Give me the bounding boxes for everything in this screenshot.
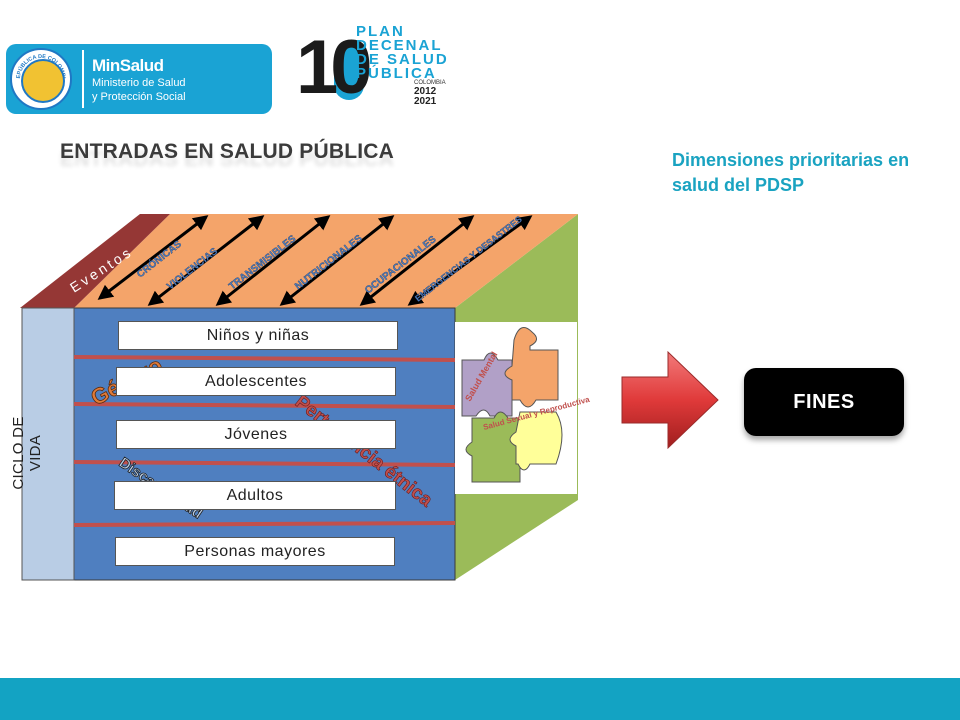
plan-country: COLOMBIA: [414, 80, 446, 86]
life-cycle-strip: [21, 307, 75, 581]
plan-logo-zero-shape: [334, 44, 364, 100]
minsalud-logo: REPÚBLICA DE COLOMBIA MinSalud Ministeri…: [6, 44, 272, 114]
dimensions-text: Dimensiones prioritarias en salud del PD…: [672, 150, 910, 195]
page-title: ENTRADAS EN SALUD PÚBLICA: [60, 140, 395, 163]
fines-box: FINES: [744, 368, 904, 436]
event-arrows: [97, 215, 533, 306]
plan-number: 10: [296, 25, 372, 110]
event-arrow-6: [407, 215, 533, 306]
plan-years-end: 2021: [414, 96, 437, 107]
colombia-seal-icon: REPÚBLICA DE COLOMBIA: [10, 48, 72, 110]
logo-divider: [82, 50, 84, 108]
coat-of-arms-icon: [21, 59, 65, 103]
ministry-subtitle-2: y Protección Social: [92, 91, 186, 103]
life-stage-adolescentes: Adolescentes: [116, 367, 396, 396]
puzzle-icon: Salud Mental Salud Sexual y Reproductiva: [461, 327, 591, 483]
life-stage-mayores: Personas mayores: [115, 537, 395, 566]
plan-line-3: DE SALUD: [356, 51, 449, 68]
plan-years-start: 2012: [414, 86, 437, 97]
life-stage-adultos: Adultos: [114, 481, 396, 510]
red-right-arrow-icon: [621, 350, 719, 450]
plan-decenal-logo: 10 PLAN DECENAL DE SALUD PÚBLICA COLOMBI…: [296, 22, 456, 112]
life-stage-jovenes: Jóvenes: [116, 420, 396, 449]
plan-line-4: PÚBLICA: [356, 65, 437, 82]
plan-line-1: PLAN: [356, 23, 405, 40]
ministry-name: MinSalud: [92, 56, 164, 75]
plan-line-2: DECENAL: [356, 37, 443, 54]
life-stage-ninos: Niños y niñas: [118, 321, 398, 350]
life-cycle-label: CICLO DE VIDA: [10, 416, 44, 490]
ministry-subtitle-1: Ministerio de Salud: [92, 77, 186, 89]
cross-lines: [73, 355, 456, 527]
footer-bar: [0, 678, 960, 720]
